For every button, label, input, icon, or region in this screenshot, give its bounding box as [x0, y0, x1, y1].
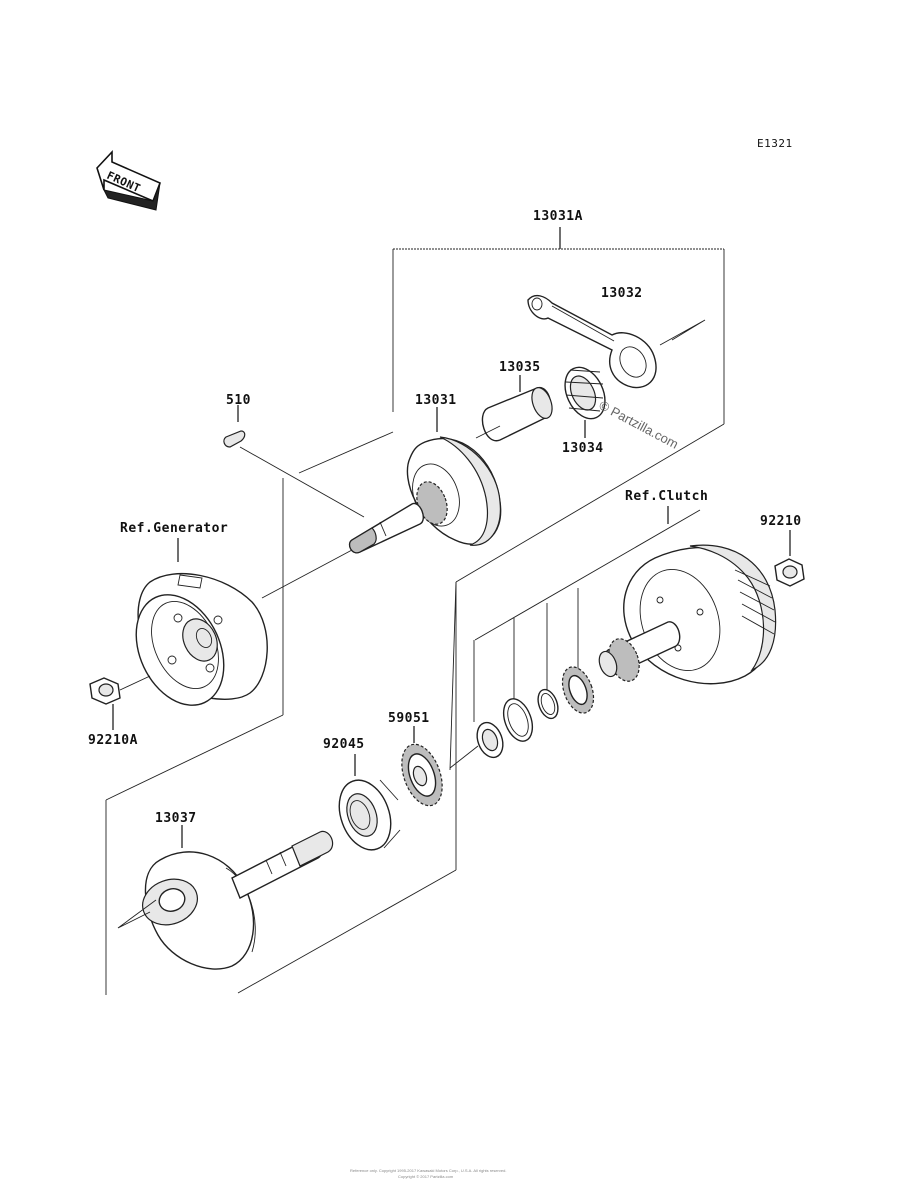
label-13034: 13034	[562, 441, 604, 456]
ball-bearing-92045	[338, 779, 401, 851]
primary-gear	[561, 666, 595, 714]
collar	[476, 721, 504, 759]
assembly-bracket-13031A	[298, 227, 725, 583]
clutch-housing	[598, 544, 777, 685]
label-92210: 92210	[760, 514, 802, 529]
generator-rotor	[135, 572, 268, 706]
label-13037: 13037	[155, 811, 197, 826]
label-92210A: 92210A	[88, 733, 138, 748]
label-13031A: 13031A	[533, 209, 583, 224]
crankshaft-13037	[142, 830, 334, 970]
gear-59051	[401, 743, 443, 807]
footer-copyright: Reference only. Copyright 1995-2017 Kawa…	[350, 1168, 506, 1173]
woodruff-key-510	[223, 430, 246, 448]
label-13031: 13031	[415, 393, 457, 408]
nut-92210	[774, 558, 805, 587]
label-13032: 13032	[601, 286, 643, 301]
crank-pin-13035	[475, 387, 553, 442]
footer-site: Copyright © 2017 Partzilla.com	[398, 1174, 454, 1179]
connecting-rod-13032	[527, 294, 657, 389]
nut-92210A	[89, 677, 121, 705]
circlip	[537, 688, 559, 720]
diagram-code: E1321	[757, 137, 793, 150]
front-arrow-icon: FRONT	[96, 149, 162, 211]
label-59051: 59051	[388, 711, 430, 726]
label-92045: 92045	[323, 737, 365, 752]
crankshaft-13031	[348, 436, 502, 554]
ring	[502, 698, 534, 742]
label-13035: 13035	[499, 360, 541, 375]
label-510: 510	[226, 393, 251, 408]
label-ref-generator: Ref.Generator	[120, 521, 228, 536]
watermark: © Partzilla.com	[597, 397, 681, 451]
label-ref-clutch: Ref.Clutch	[625, 489, 708, 504]
needle-bearing-13034	[564, 366, 606, 420]
